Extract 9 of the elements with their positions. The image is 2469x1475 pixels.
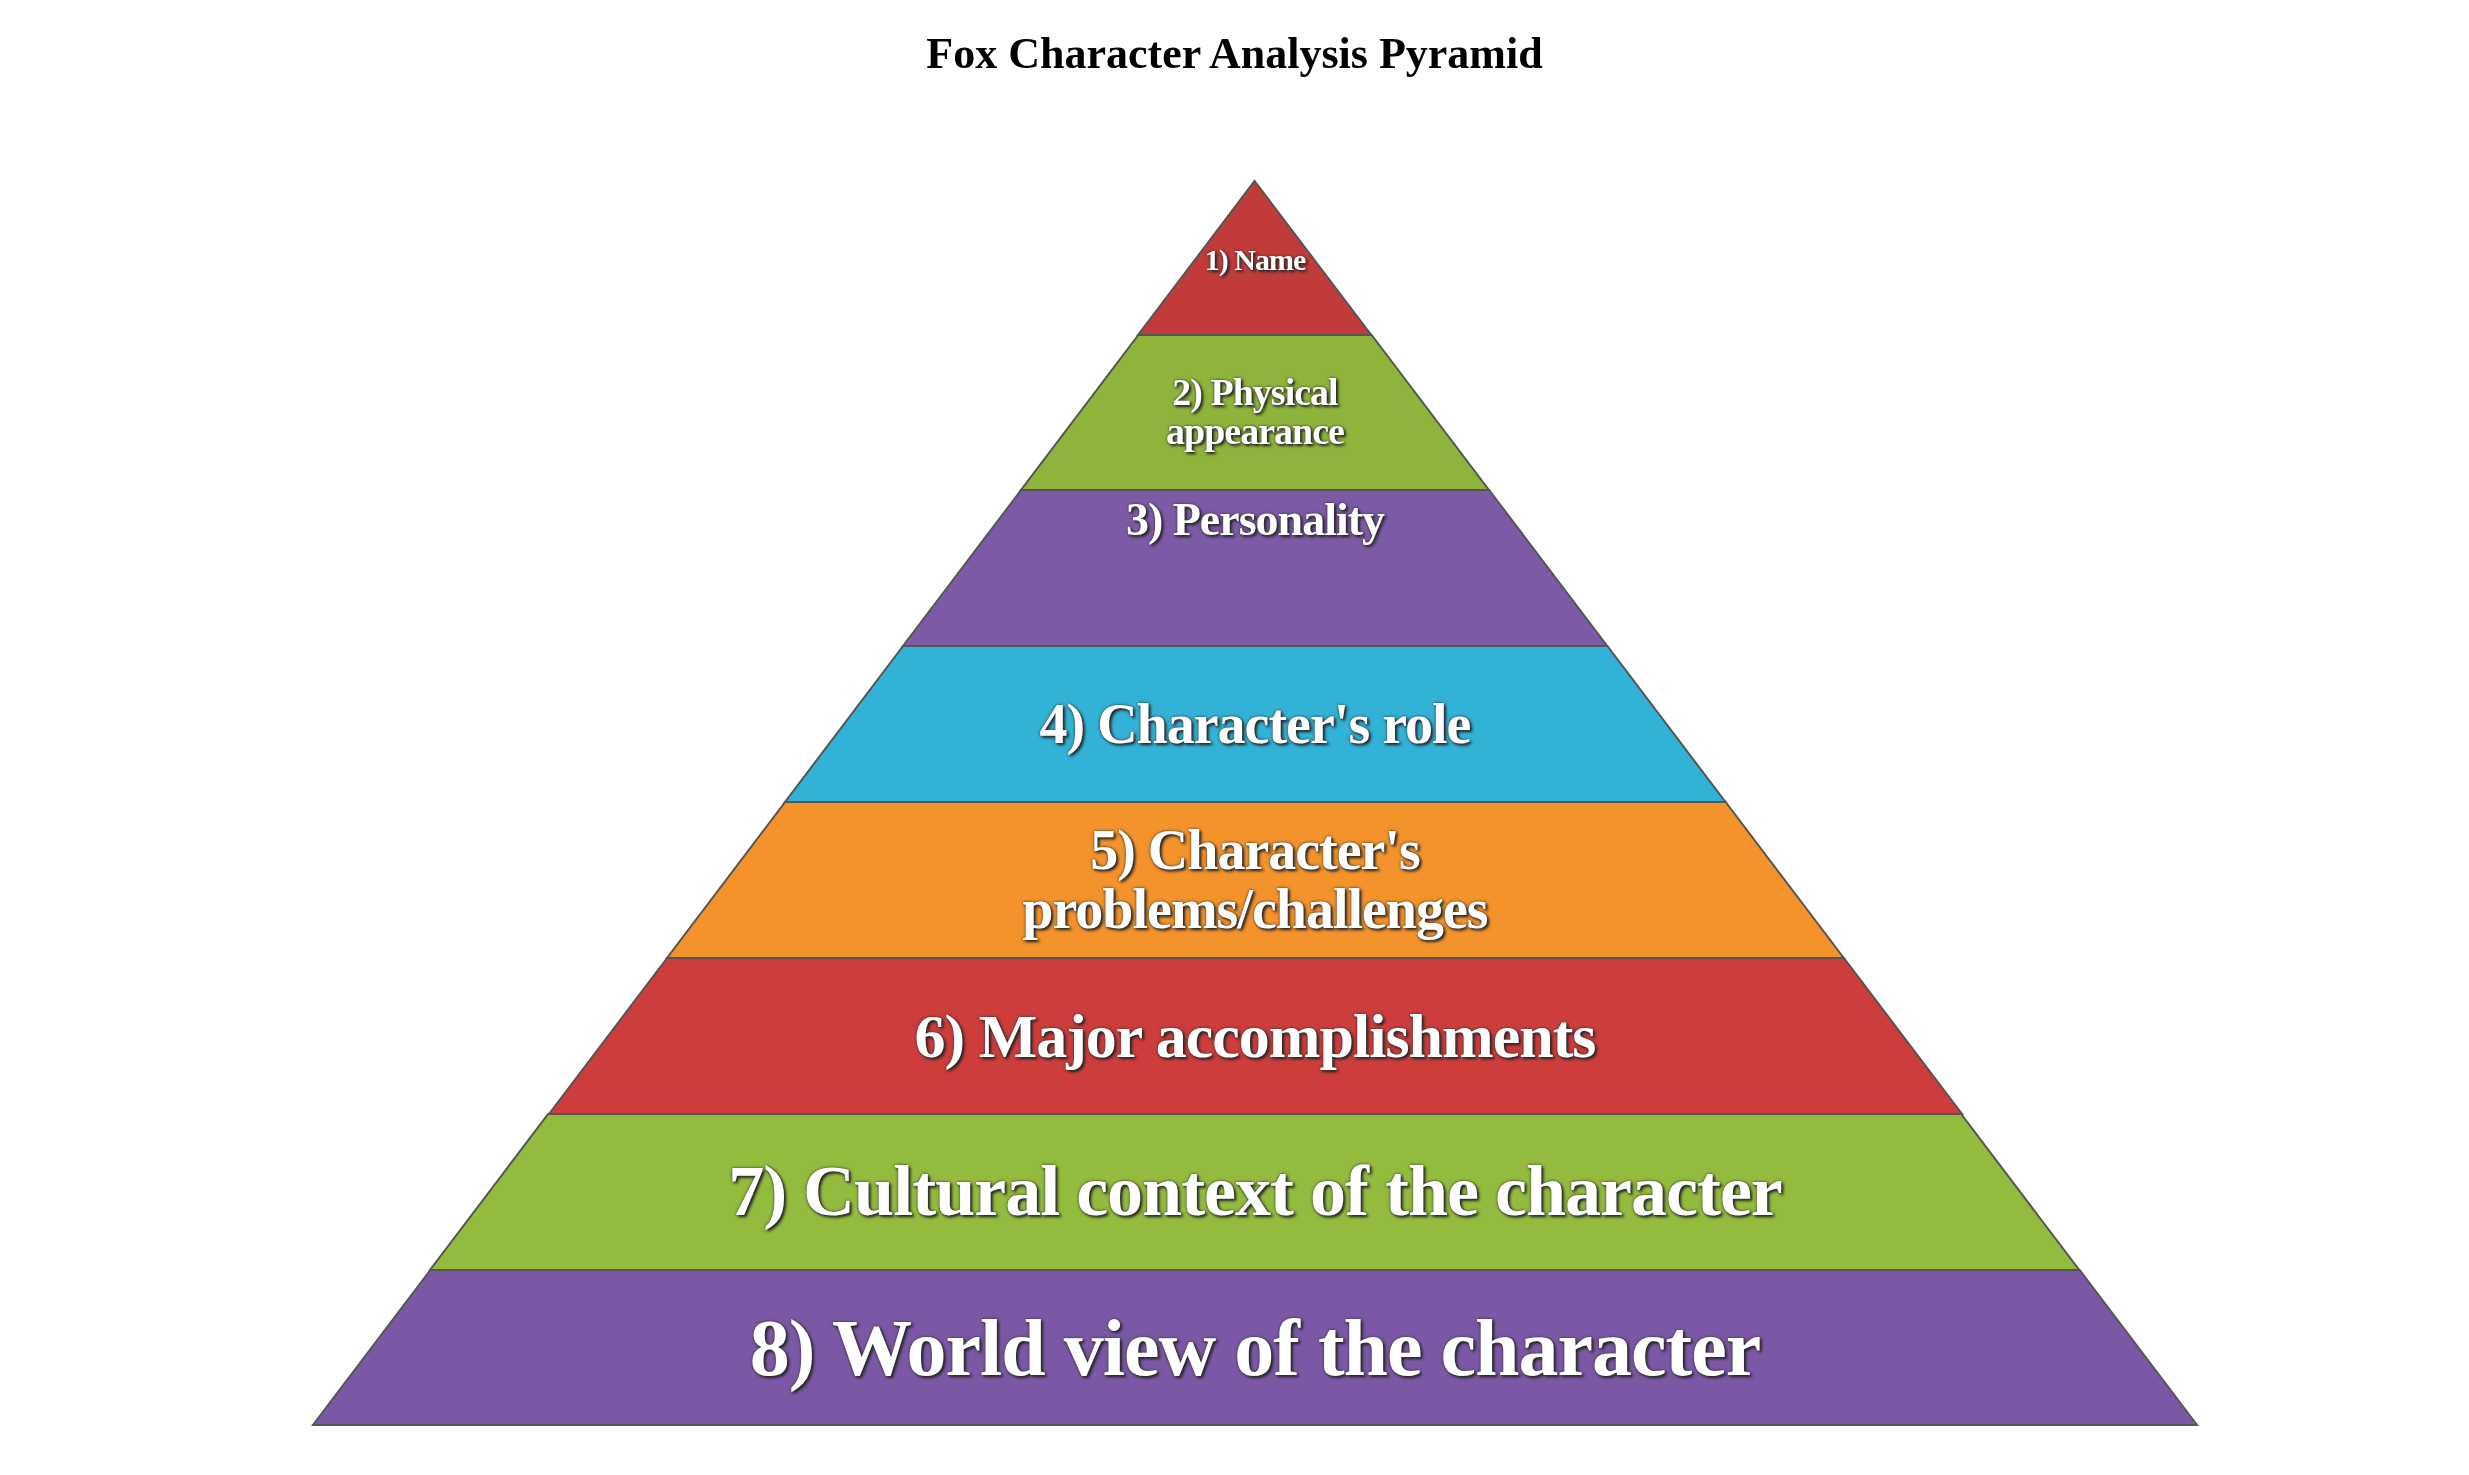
tier-label: 8) World view of the character (748, 1305, 1762, 1390)
tier-label: 4) Character's role (1038, 694, 1472, 754)
tier-label: 1) Name (1203, 244, 1307, 276)
diagram-title: Fox Character Analysis Pyramid (926, 29, 1543, 78)
tier-label: 3) Personality (1124, 496, 1386, 545)
tier-label: 5) Character's problems/challenges (1021, 821, 1489, 939)
tier-label: 7) Cultural context of the character (727, 1154, 1783, 1230)
tier-label: 2) Physical appearance (1165, 372, 1345, 453)
tier-label: 6) Major accomplishments (913, 1003, 1597, 1069)
